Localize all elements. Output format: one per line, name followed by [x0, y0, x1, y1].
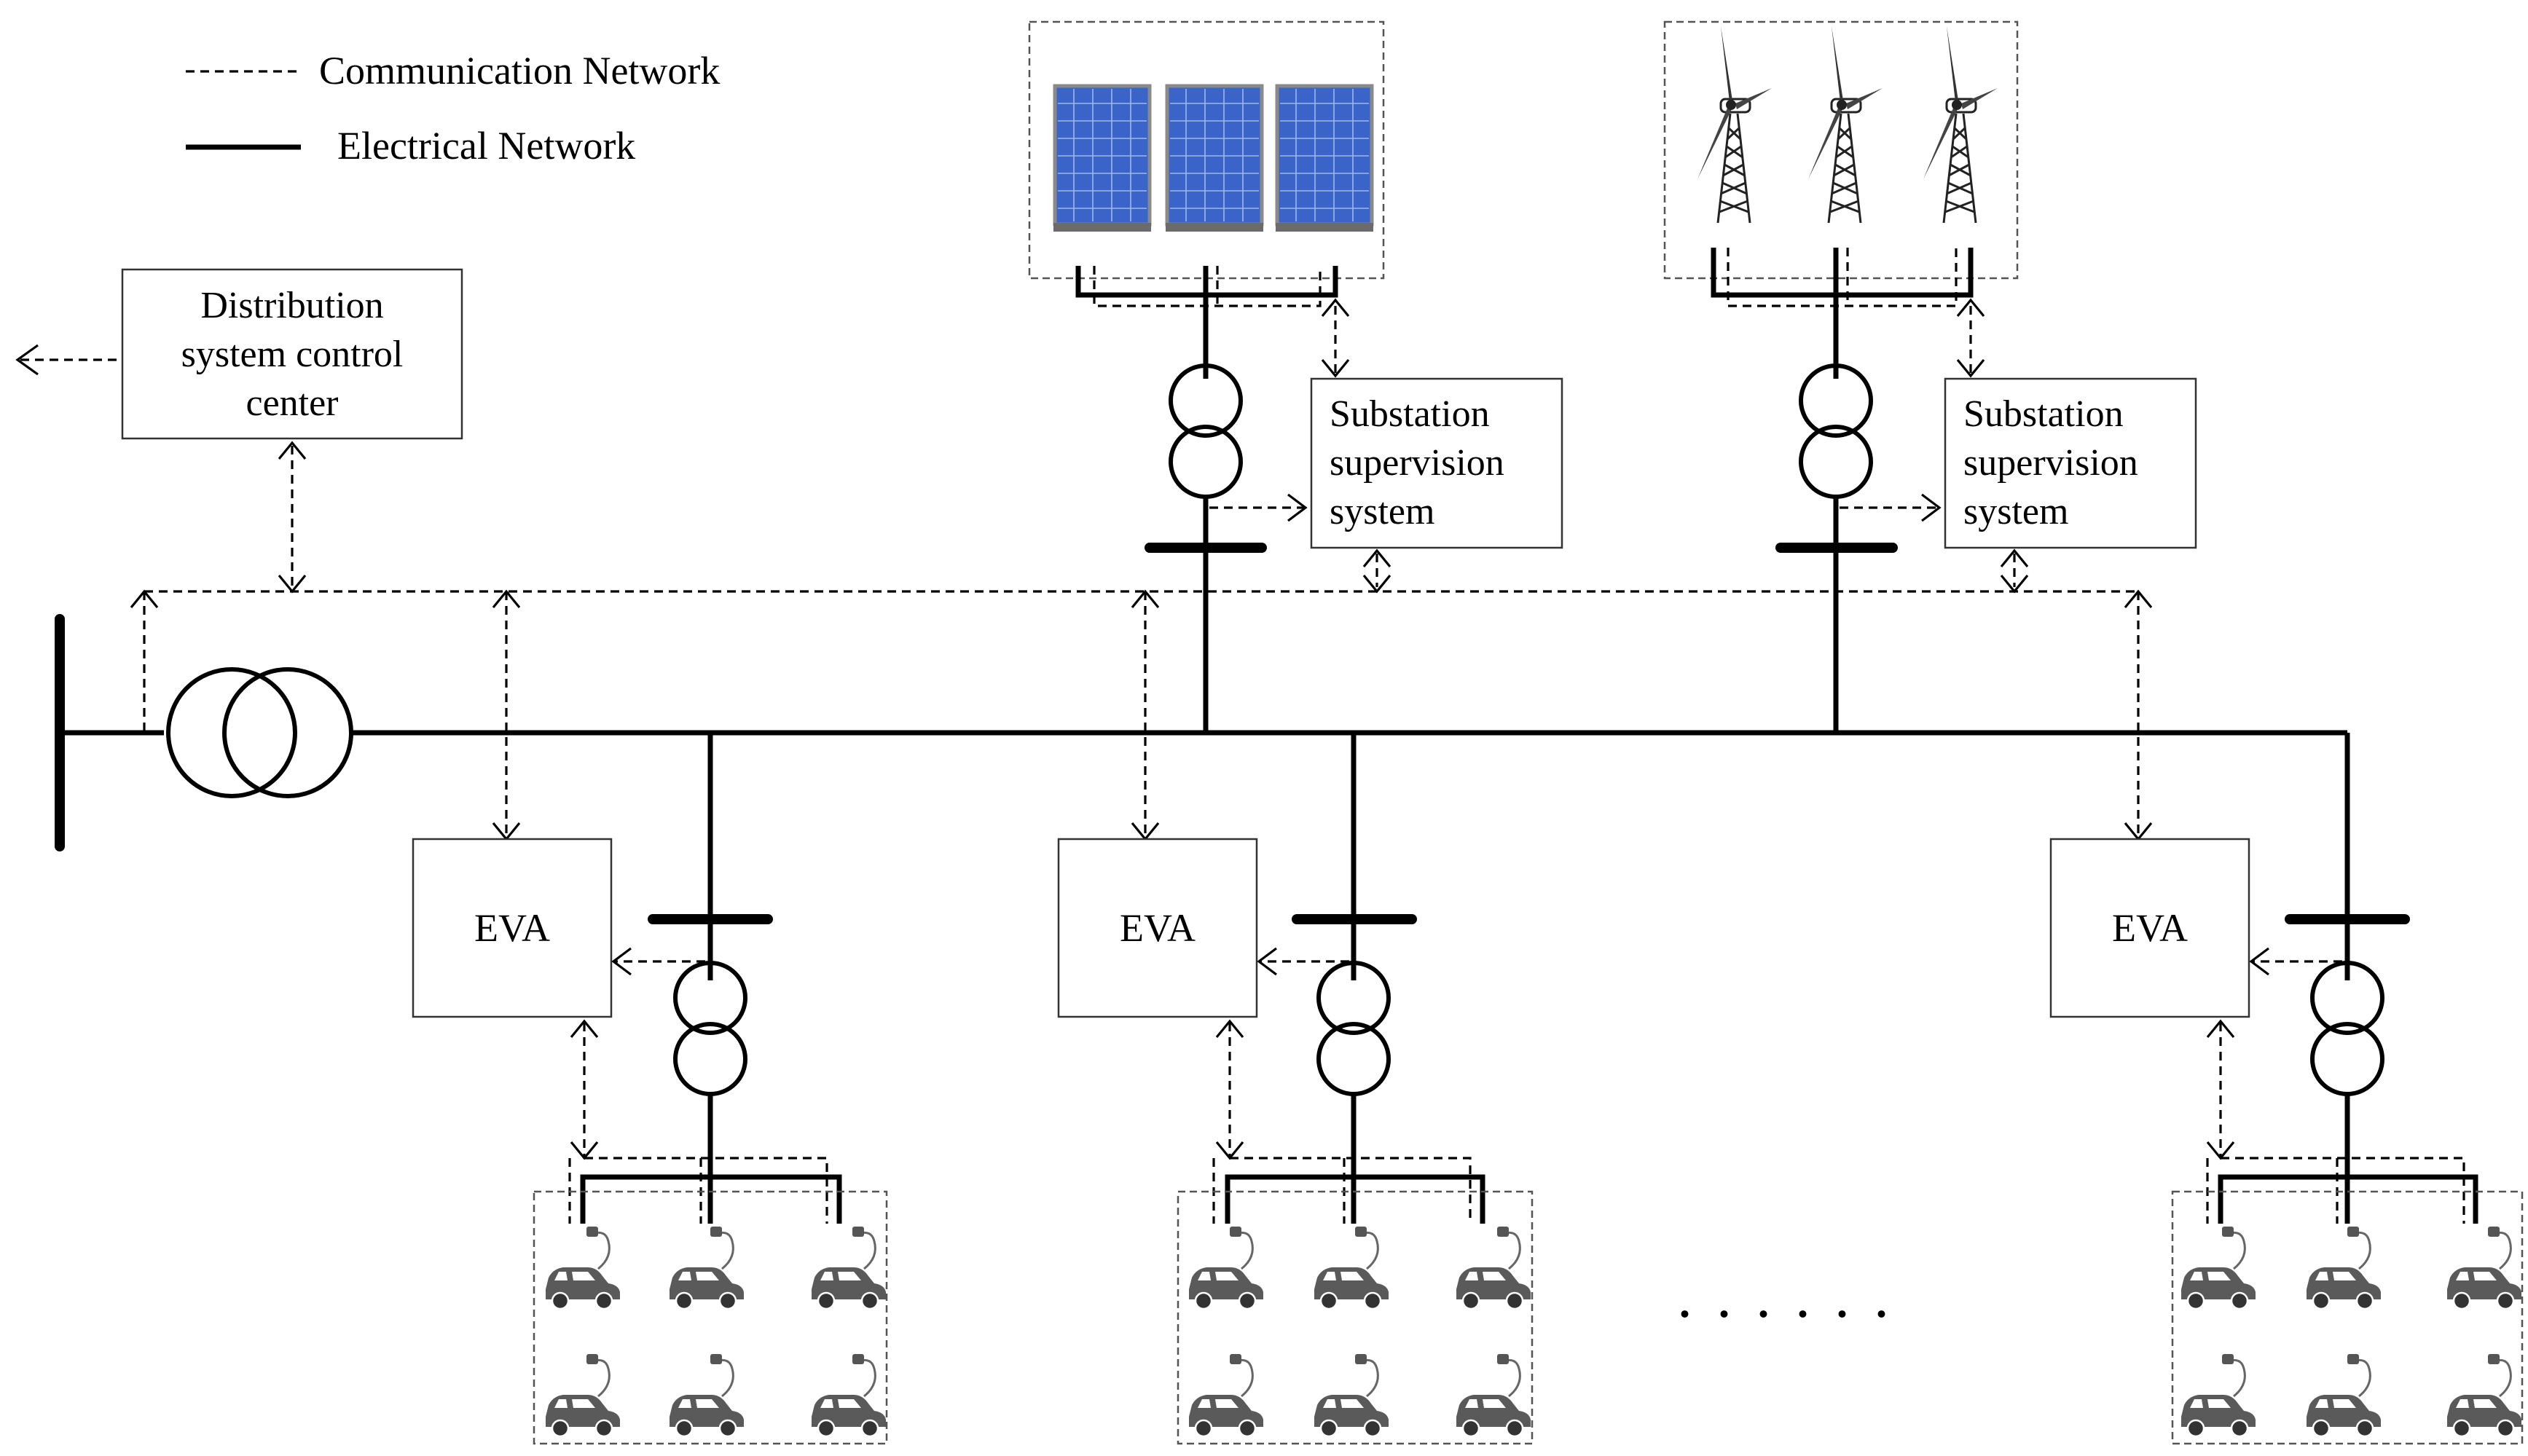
ev-charging-car-icon — [2305, 1353, 2382, 1438]
control-center-line3: center — [246, 382, 338, 424]
legend-communication-label: Communication Network — [319, 49, 720, 93]
eva-box-2 — [1057, 838, 1258, 1018]
ev-charging-car-icon — [544, 1353, 621, 1438]
substation-pv-line1: Substation — [1330, 393, 1490, 435]
eva-cluster-2: EVA — [1057, 733, 1534, 1445]
control-center-outgoing-arrow — [15, 344, 117, 376]
eva-transformer-icon — [1319, 963, 1389, 1094]
ev-charging-car-icon — [1313, 1225, 1390, 1310]
ev-charging-car-icon — [668, 1353, 745, 1438]
eva-transformer-icon — [2312, 963, 2382, 1094]
legend-electrical-label: Electrical Network — [337, 124, 635, 168]
ev-charging-car-icon — [810, 1225, 887, 1310]
wind-farm-frame — [1663, 20, 2019, 280]
solar-panel-icon — [1166, 86, 1263, 232]
substation-supervision-wind-box: Substation supervision system — [1944, 377, 2197, 594]
control-center-line2: system control — [181, 334, 404, 375]
ev-charging-car-icon — [2180, 1353, 2257, 1438]
eva-transformer-icon — [675, 963, 745, 1094]
solar-panel-icon — [1276, 86, 1373, 232]
solar-panel-icon — [1053, 86, 1151, 232]
ev-charging-car-icon — [1313, 1353, 1390, 1438]
substation-wind-line2: supervision — [1963, 442, 2138, 484]
ev-charging-car-icon — [1455, 1353, 1532, 1438]
ev-station-frame-3 — [2171, 1190, 2524, 1445]
ellipsis: . . . . . . — [1677, 1263, 1893, 1331]
eva-cluster-1: EVA — [412, 589, 888, 1445]
ev-charging-car-icon — [2446, 1225, 2523, 1310]
control-center-box: Distribution system control center — [121, 268, 463, 440]
eva-label-2: EVA — [1120, 906, 1196, 950]
substation-supervision-pv-box: Substation supervision system — [1310, 377, 1563, 594]
wind-turbine-icon — [1807, 25, 1884, 224]
ev-charging-car-icon — [1188, 1353, 1265, 1438]
wind-turbine-icon — [1696, 25, 1773, 224]
ev-station-frame-2 — [1177, 1190, 1534, 1445]
control-center-comm-link — [278, 441, 307, 594]
ev-charging-car-icon — [2305, 1225, 2382, 1310]
pv-plant — [1028, 20, 1385, 841]
ev-charging-car-icon — [544, 1225, 621, 1310]
control-center-line1: Distribution — [200, 285, 383, 326]
substation-pv-line3: system — [1330, 491, 1434, 532]
ev-charging-car-icon — [2446, 1353, 2523, 1438]
ev-charging-car-icon — [668, 1225, 745, 1310]
substation-pv-line2: supervision — [1330, 442, 1504, 484]
substation-wind-line1: Substation — [1963, 393, 2124, 435]
wind-farm — [1663, 20, 2019, 733]
ev-station-frame-1 — [533, 1190, 888, 1445]
eva-box-3 — [2049, 838, 2250, 1018]
eva-label-3: EVA — [2112, 906, 2188, 950]
substation-wind-line3: system — [1963, 491, 2068, 532]
ev-charging-car-icon — [810, 1353, 887, 1438]
eva-cluster-3: EVA — [2049, 589, 2524, 1445]
wind-transformer-icon — [1801, 366, 1871, 497]
eva-box-1 — [412, 838, 613, 1018]
pv-transformer-icon — [1171, 366, 1241, 497]
legend: Communication Network Electrical Network — [186, 49, 720, 168]
ev-charging-car-icon — [1455, 1225, 1532, 1310]
wind-turbine-icon — [1922, 25, 1999, 224]
main-transformer-icon — [166, 667, 353, 798]
ev-charging-car-icon — [1188, 1225, 1265, 1310]
eva-label-1: EVA — [474, 906, 550, 950]
main-substation — [55, 589, 2347, 851]
ev-charging-car-icon — [2180, 1225, 2257, 1310]
